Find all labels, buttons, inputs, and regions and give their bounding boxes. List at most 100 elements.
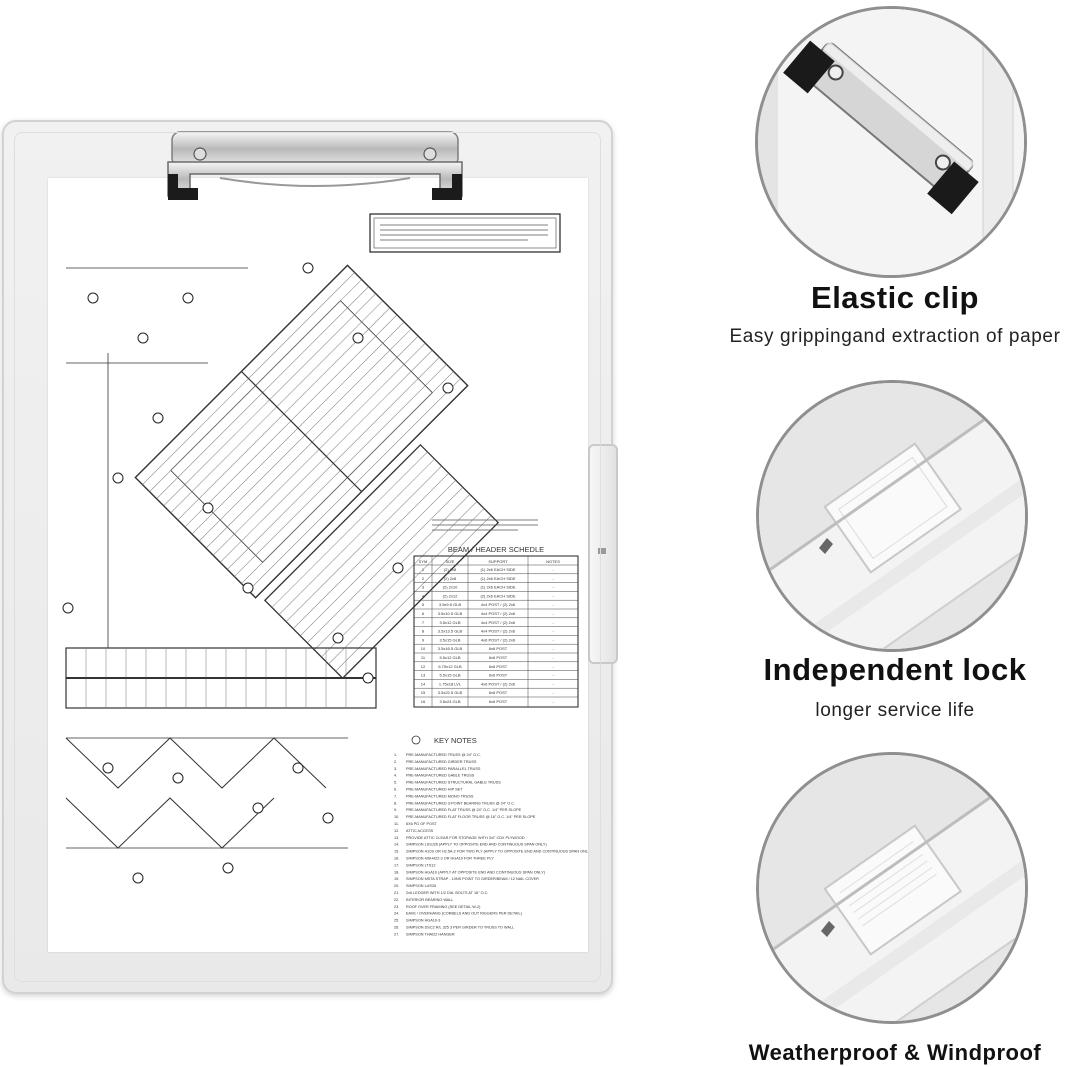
schedule-cell: - xyxy=(552,585,554,590)
key-note-number: 11. xyxy=(394,822,399,826)
schedule-cell: 6x6 POST xyxy=(489,673,508,678)
schedule-cell: 1.75x18 LVL xyxy=(439,681,462,686)
key-note-number: 23. xyxy=(394,905,399,909)
roof-truss-block-2 xyxy=(263,443,500,680)
feature-sub-independent-lock: longer service life xyxy=(815,700,975,721)
schedule-cell: 3.5x10.5 GLB xyxy=(438,611,463,616)
key-note-item: SIMPSON LUS26 xyxy=(406,884,436,888)
schedule-cell: 6.75x12 GLB xyxy=(438,664,462,669)
schedule-cell: 5.5x15 GLB xyxy=(439,673,460,678)
schedule-title: BEAM / HEADER SCHEDLE xyxy=(448,545,544,554)
schedule-cell: - xyxy=(552,681,554,686)
schedule-cell: 6x6 POST xyxy=(489,664,508,669)
schedule-cell: - xyxy=(552,690,554,695)
key-note-number: 5. xyxy=(394,781,397,785)
metal-clip xyxy=(167,131,463,200)
schedule-cell: 1 xyxy=(422,567,425,572)
key-note-number: 4. xyxy=(394,774,397,778)
schedule-cell: 4x4 POST / (2) 2x6 xyxy=(481,620,516,625)
lock-closeup-circle xyxy=(756,380,1028,652)
key-note-number: 19. xyxy=(394,877,399,881)
plan-callouts xyxy=(62,262,454,884)
key-note-item: 6X6 PD OF POST xyxy=(406,822,437,826)
key-note-number: 22. xyxy=(394,898,399,902)
schedule-cell: - xyxy=(552,611,554,616)
schedule-cell: 3.5x13.5 GLB xyxy=(438,629,463,634)
roof-truss-block xyxy=(134,264,469,599)
schedule-header-cell: SIZE xyxy=(446,559,455,564)
lock-closeup-icon xyxy=(759,383,1025,649)
latch-closeup-icon xyxy=(759,755,1025,1021)
schedule-cell: 16 xyxy=(421,699,426,704)
schedule-cell: 7 xyxy=(422,620,425,625)
key-note-number: 20. xyxy=(394,884,399,888)
schedule-cell: 3.5x24 GLB xyxy=(439,699,460,704)
schedule-cell: 4x6 POST / (2) 2x6 xyxy=(481,681,516,686)
key-note-item: SIMPSON DSC2 R/L 325 3 PER GIRDER TO TRU… xyxy=(406,926,514,930)
lower-plan-grid xyxy=(65,267,377,849)
key-note-item: 2x6 LEDGER WITH 1/2 DIA. BOLTS AT 16" O.… xyxy=(406,891,488,895)
key-note-item: PRE-MANUFACTURED 3-POINT BEARING TRUSS @… xyxy=(406,801,515,805)
schedule-cell: 3.5x16.5 GLB xyxy=(438,646,463,651)
schedule-cell: 11 xyxy=(421,655,426,660)
key-note-number: 18. xyxy=(394,870,399,874)
key-note-item: PRE-MANUFACTURED GABLE TRUSS xyxy=(406,774,475,778)
lock-notch xyxy=(598,548,606,554)
key-notes-title: KEY NOTES xyxy=(434,736,477,745)
key-note-item: PRE-MANUFACTURED STRUCTURAL GABLE TRUSS xyxy=(406,781,501,785)
key-note-number: 15. xyxy=(394,850,399,854)
key-note-item: ATTIC ACCESS xyxy=(406,829,434,833)
schedule-header-cell: SUPPORT xyxy=(488,559,508,564)
feature-sub-elastic-clip: Easy grippingand extraction of paper xyxy=(729,326,1061,347)
schedule-cell: 12 xyxy=(421,664,426,669)
feature-title-independent-lock: Independent lock xyxy=(763,652,1027,687)
key-note-number: 3. xyxy=(394,767,397,771)
schedule-cell: 14 xyxy=(421,681,426,686)
side-lock[interactable] xyxy=(588,444,618,664)
schedule-cell: 3.5x15 GLB xyxy=(439,637,460,642)
key-note-number: 26. xyxy=(394,926,399,930)
key-note-item: SIMPSON MSH422-2 OR HGA10 FOR THREE PLY xyxy=(406,857,494,861)
key-note-item: SIMPSON LSSJ26 (APPLY TO OPPOSITE END AN… xyxy=(406,843,547,847)
schedule-cell: (2) 2x6 EACH SIDE xyxy=(480,593,515,598)
key-note-number: 27. xyxy=(394,932,399,936)
schedule-cell: 4 xyxy=(422,593,425,598)
schedule-cell: 6x6 POST xyxy=(489,699,508,704)
schedule-cell: (1) 2x6 EACH SIDE xyxy=(480,585,515,590)
key-note-number: 14. xyxy=(394,843,399,847)
key-note-number: 2. xyxy=(394,760,397,764)
schedule-cell: - xyxy=(552,637,554,642)
key-note-number: 8. xyxy=(394,801,397,805)
schedule-cell: (2) 2x10 xyxy=(443,585,458,590)
key-note-number: 17. xyxy=(394,863,399,867)
schedule-cell: 6x6 POST xyxy=(489,646,508,651)
key-note-item: PRE-MANUFACTURED HIP SET xyxy=(406,788,463,792)
key-note-item: INTERIOR BEARING WALL xyxy=(406,898,454,902)
schedule-cell: - xyxy=(552,629,554,634)
schedule-cell: 15 xyxy=(421,690,426,695)
key-note-number: 16. xyxy=(394,857,399,861)
schedule-cell: 3.5x12 GLB xyxy=(439,620,460,625)
schedule-cell: 3.5x9.5 GLB xyxy=(439,602,462,607)
key-note-item: SIMPSON H10S OR H2.5A-2 FOR TWO PLY (APP… xyxy=(406,850,588,854)
key-note-number: 1. xyxy=(394,753,397,757)
header-note xyxy=(432,519,538,531)
key-note-item: SIMPSON THAI22 HANGER xyxy=(406,932,455,936)
floor-plan-drawing: BEAM / HEADER SCHEDLE SYMSIZESUPPORTNOTE… xyxy=(62,213,588,936)
schedule-cell: (1) 2x6 EACH SIDE xyxy=(480,567,515,572)
schedule-cell: 4x6 POST / (2) 2x6 xyxy=(481,637,516,642)
schedule-cell: - xyxy=(552,699,554,704)
schedule-cell: (2) 2x12 xyxy=(443,593,458,598)
schedule-cell: - xyxy=(552,567,554,572)
key-notes: KEY NOTES 1.PRE-MANUFACTURED TRUSS @ 24"… xyxy=(394,735,588,936)
general-note-box xyxy=(369,213,561,253)
schedule-cell: 2 xyxy=(422,576,425,581)
key-note-item: SIMPSON MSTA STRAP - 10NS POINT TO GIRDE… xyxy=(406,877,539,881)
schedule-cell: 3 xyxy=(422,585,425,590)
key-note-item: SIMPSON HGA10 (APPLY AT OPPOSITE END AND… xyxy=(406,870,546,874)
key-note-number: 25. xyxy=(394,919,399,923)
schedule-cell: - xyxy=(552,655,554,660)
clip-closeup-icon xyxy=(758,9,1024,275)
